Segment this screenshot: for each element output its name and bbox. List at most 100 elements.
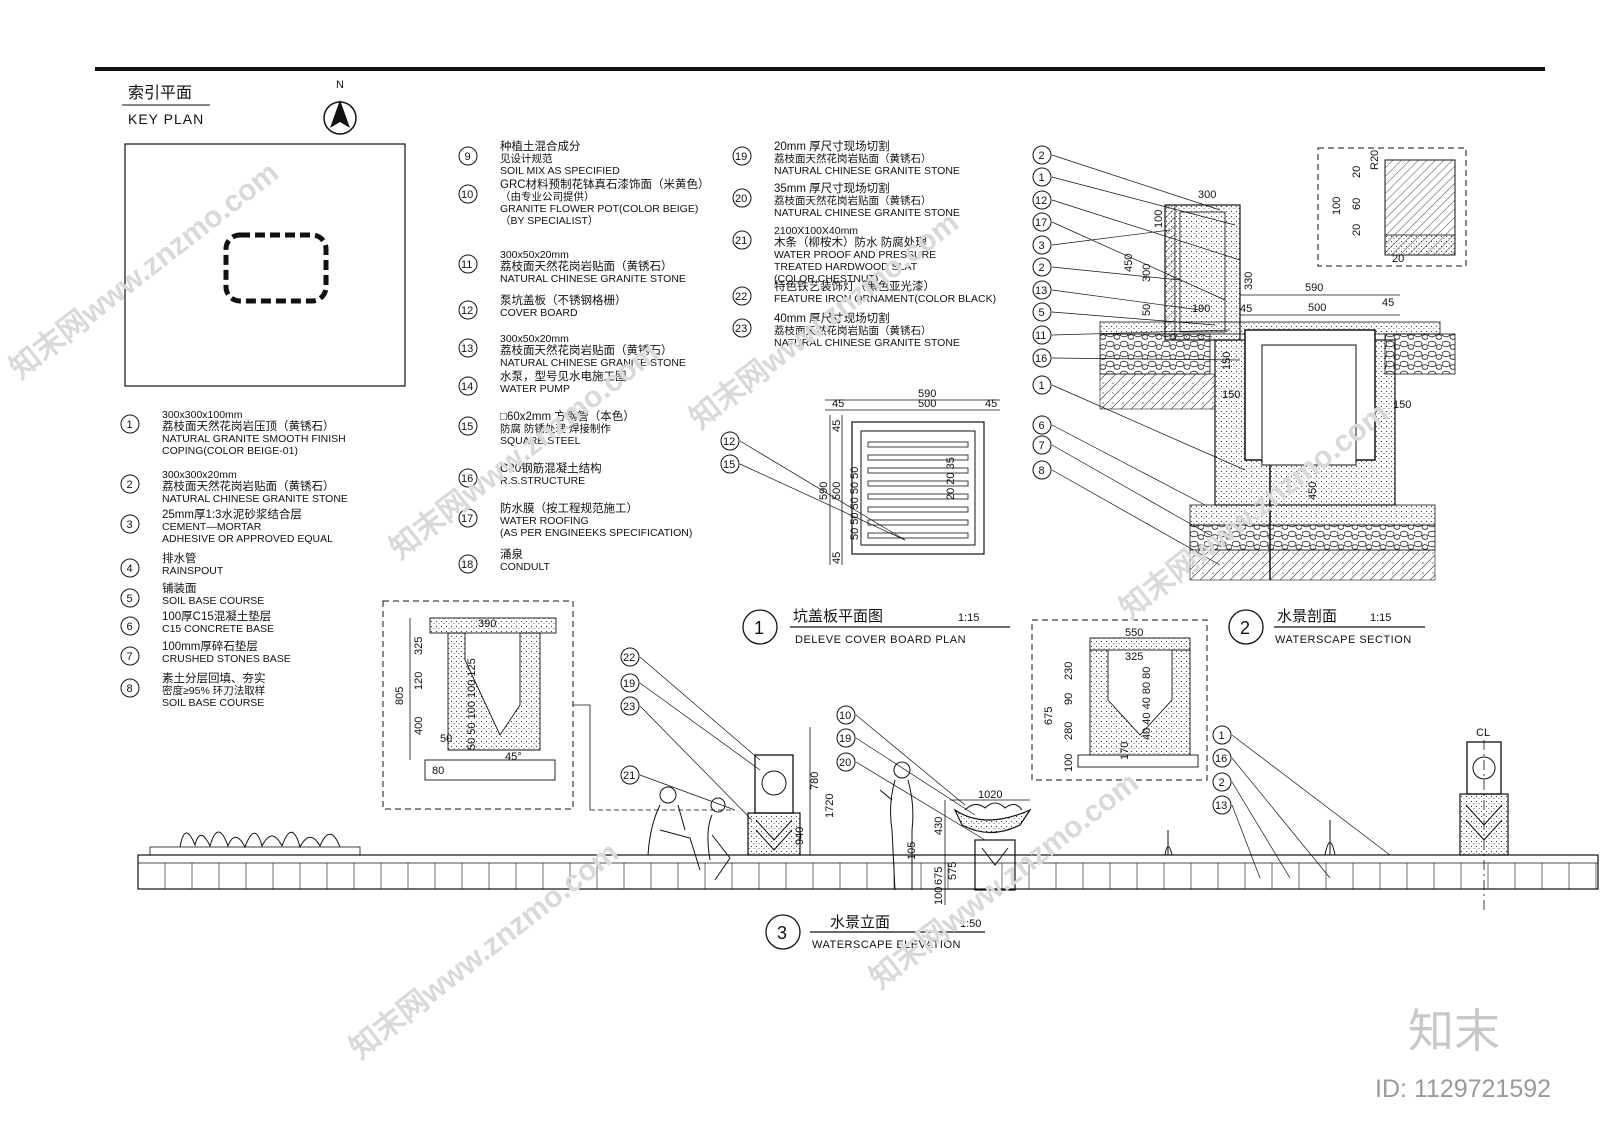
svg-text:荔枝面天然花岗岩贴面（黄锈石）: 荔枝面天然花岗岩贴面（黄锈石） (774, 194, 932, 207)
flower-pot-icon (953, 802, 1032, 891)
svg-text:NATURAL CHINESE GRANITE STONE: NATURAL CHINESE GRANITE STONE (774, 207, 960, 219)
svg-text:23: 23 (623, 701, 635, 713)
svg-text:19: 19 (839, 733, 851, 745)
callout-7: 7 (1032, 435, 1211, 536)
standing-person-icon (879, 761, 914, 891)
svg-text:RAINSPOUT: RAINSPOUT (162, 565, 224, 577)
svg-text:16: 16 (1035, 353, 1047, 365)
svg-text:TREATED HARDWOOD SLAT: TREATED HARDWOOD SLAT (774, 261, 918, 273)
svg-text:12: 12 (723, 436, 735, 448)
callout-19: 19 (620, 673, 761, 771)
svg-text:22: 22 (735, 291, 747, 303)
svg-text:13: 13 (1215, 800, 1227, 812)
svg-text:15: 15 (723, 459, 735, 471)
svg-text:20 20 35: 20 20 35 (945, 457, 957, 500)
svg-text:150: 150 (1221, 352, 1233, 370)
key-plan-title-en: KEY PLAN (128, 111, 204, 127)
callout-13: 13 (1212, 795, 1261, 879)
callout-13: 13 (1032, 280, 1201, 311)
svg-text:9: 9 (465, 151, 471, 163)
svg-text:DELEVE COVER BOARD PLAN: DELEVE COVER BOARD PLAN (795, 634, 966, 646)
svg-text:CONDULT: CONDULT (500, 561, 551, 573)
callout-2: 2 (1032, 257, 1181, 281)
svg-text:荔枝面天然花岗岩贴面（黄锈石）: 荔枝面天然花岗岩贴面（黄锈石） (500, 343, 673, 357)
flower-pot-detail: 550 325 675 230 90 280 100 40 40 40 80 8… (1031, 619, 1208, 781)
svg-text:□60x2mm 方钢管（本色）: □60x2mm 方钢管（本色） (500, 409, 635, 423)
svg-text:WATER ROOFING: WATER ROOFING (500, 515, 589, 527)
callout-1: 1 (1212, 725, 1391, 856)
svg-text:SOIL MIX AS SPECIFIED: SOIL MIX AS SPECIFIED (500, 165, 620, 177)
callout-23: 23 (620, 696, 753, 821)
svg-text:11: 11 (1035, 330, 1046, 342)
svg-text:21: 21 (623, 770, 635, 782)
key-plan-title-cn: 索引平面 (128, 84, 192, 102)
sheet-top-rule (95, 67, 1545, 71)
svg-text:100mm厚碎石垫层: 100mm厚碎石垫层 (162, 639, 258, 653)
svg-text:3: 3 (127, 519, 133, 531)
svg-text:450: 450 (1307, 482, 1319, 500)
svg-text:知末网www.znzmo.com: 知末网www.znzmo.com (4, 156, 285, 386)
svg-text:C15 CONCRETE BASE: C15 CONCRETE BASE (162, 623, 274, 635)
svg-text:20: 20 (1351, 166, 1363, 178)
svg-text:17: 17 (461, 513, 473, 525)
svg-text:100厚C15混凝土垫层: 100厚C15混凝土垫层 (162, 609, 271, 623)
svg-text:13: 13 (1035, 285, 1047, 297)
coping-detail: 390 805 325 120 400 50 50 100 100 125 50… (382, 600, 735, 811)
key-plan-feature (223, 232, 329, 304)
svg-text:500: 500 (831, 482, 843, 500)
svg-text:805: 805 (394, 687, 406, 705)
svg-text:SOIL BASE COURSE: SOIL BASE COURSE (162, 595, 264, 607)
svg-text:GRC材料预制花钵真石漆饰面（米黄色）: GRC材料预制花钵真石漆饰面（米黄色） (500, 177, 710, 191)
svg-text:50: 50 (440, 733, 452, 745)
svg-text:1:50: 1:50 (960, 918, 981, 930)
svg-text:R.S.STRUCTURE: R.S.STRUCTURE (500, 475, 585, 487)
svg-text:500: 500 (918, 398, 936, 410)
svg-text:780: 780 (809, 772, 821, 790)
svg-text:种植土混合成分: 种植土混合成分 (500, 139, 581, 153)
svg-text:素土分层回填、夯实: 素土分层回填、夯实 (162, 671, 266, 685)
svg-text:C20钢筋混凝土结构: C20钢筋混凝土结构 (500, 461, 602, 475)
svg-text:90: 90 (1063, 693, 1075, 705)
svg-text:12: 12 (1035, 195, 1047, 207)
svg-text:NATURAL CHINESE GRANITE STONE: NATURAL CHINESE GRANITE STONE (500, 273, 686, 285)
svg-text:知末网www.znzmo.com: 知末网www.znzmo.com (864, 766, 1145, 996)
svg-text:50: 50 (1141, 304, 1153, 316)
svg-text:300: 300 (1198, 189, 1216, 201)
svg-text:19: 19 (735, 151, 747, 163)
svg-text:45: 45 (985, 398, 997, 410)
svg-text:590: 590 (1305, 282, 1323, 294)
svg-text:20: 20 (839, 757, 851, 769)
svg-text:(AS PER ENGINEEKS SPECIFICATIO: (AS PER ENGINEEKS SPECIFICATION) (500, 527, 692, 539)
svg-text:(COLOR CHESTNUT): (COLOR CHESTNUT) (774, 273, 878, 285)
svg-text:8: 8 (1039, 465, 1045, 477)
svg-text:NATURAL GRANITE SMOOTH FINISH: NATURAL GRANITE SMOOTH FINISH (162, 433, 346, 445)
svg-text:7: 7 (127, 651, 133, 663)
svg-text:涌泉: 涌泉 (500, 547, 523, 561)
callout-10: 10 (836, 705, 966, 806)
svg-text:120: 120 (413, 672, 425, 690)
svg-text:7: 7 (1039, 440, 1045, 452)
svg-text:5: 5 (127, 593, 133, 605)
callout-11: 11 (1032, 325, 1231, 345)
svg-text:12: 12 (461, 305, 473, 317)
svg-text:排水管: 排水管 (162, 551, 197, 565)
north-arrow-icon: N (323, 79, 357, 135)
svg-text:N: N (336, 79, 344, 91)
svg-text:WATER PUMP: WATER PUMP (500, 383, 570, 395)
svg-text:25mm厚1:3水泥砂浆结合层: 25mm厚1:3水泥砂浆结合层 (162, 507, 302, 521)
svg-text:R20: R20 (1369, 150, 1381, 170)
svg-text:知末网www.znzmo.com: 知末网www.znzmo.com (344, 836, 625, 1066)
svg-text:NATURAL CHINESE GRANITE STONE: NATURAL CHINESE GRANITE STONE (162, 493, 348, 505)
svg-text:170: 170 (1119, 742, 1131, 760)
svg-text:45: 45 (831, 420, 843, 432)
